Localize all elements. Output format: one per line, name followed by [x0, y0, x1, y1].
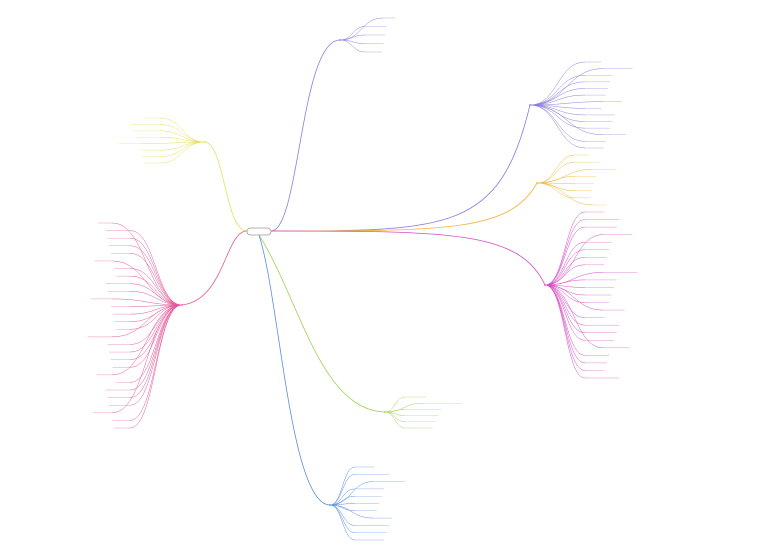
- branch-right-magenta-connector: [544, 264, 586, 286]
- branch-right-magenta-connector: [544, 249, 586, 286]
- branch-top-violet-connector: [339, 39, 366, 53]
- branch-bottom-lime-connector: [384, 396, 406, 413]
- curve-left-yellow: [204, 141, 248, 232]
- branch-bottom-blue[interactable]: [329, 466, 405, 541]
- branch-right-magenta-connector: [544, 284, 604, 349]
- curve-right-orange: [270, 182, 538, 232]
- branch-left-pink-connector: [111, 222, 183, 306]
- branch-right-magenta-connector: [544, 257, 586, 286]
- branch-right-magenta-connector: [544, 284, 586, 379]
- branch-bottom-lime-connector: [384, 411, 406, 429]
- branch-left-pink[interactable]: [87, 222, 183, 429]
- curve-bottom-blue: [258, 234, 331, 506]
- branch-bottom-blue-connector: [329, 504, 374, 519]
- branch-left-yellow-connector: [159, 130, 206, 143]
- branch-left-pink-connector: [129, 268, 183, 306]
- branch-right-violet-connector: [529, 61, 586, 106]
- curve-left-pink: [181, 230, 248, 306]
- branch-left-pink-connector: [129, 230, 183, 306]
- branch-right-magenta-connector: [544, 226, 586, 286]
- branch-right-magenta-connector: [544, 284, 586, 371]
- branch-right-violet-connector: [529, 104, 586, 149]
- branch-left-pink-connector: [129, 304, 183, 391]
- branch-right-orange-connector: [536, 182, 594, 206]
- branch-left-pink-connector: [129, 304, 183, 398]
- branch-left-pink-connector: [111, 304, 183, 338]
- branch-left-yellow-connector: [159, 141, 206, 164]
- branch-left-pink-connector: [111, 260, 183, 306]
- branch-left-pink-connector: [129, 275, 183, 306]
- branch-left-pink-connector: [129, 304, 183, 421]
- branch-left-pink-connector: [111, 304, 183, 376]
- branch-left-pink-connector: [129, 304, 183, 345]
- curve-right-magenta: [270, 230, 546, 286]
- main-branch-curves: [181, 39, 546, 506]
- branch-left-yellow[interactable]: [119, 117, 206, 164]
- branch-left-pink-connector: [129, 304, 183, 406]
- branch-right-violet-connector: [529, 101, 604, 106]
- branch-left-pink-connector: [129, 245, 183, 306]
- branch-right-magenta-connector: [544, 284, 586, 341]
- branch-bottom-blue-connector: [329, 504, 356, 541]
- branch-left-pink-connector: [129, 253, 183, 306]
- branch-left-pink-connector: [129, 304, 183, 383]
- branch-right-magenta-connector: [544, 284, 586, 356]
- branch-right-orange[interactable]: [536, 154, 616, 206]
- branch-right-violet-connector: [529, 104, 586, 142]
- branch-top-violet[interactable]: [339, 17, 396, 53]
- branches-layer: [87, 17, 638, 541]
- branch-left-yellow-connector: [141, 141, 206, 144]
- branch-right-violet-connector: [529, 81, 586, 106]
- branch-left-pink-connector: [129, 283, 183, 306]
- branch-left-pink-connector: [129, 291, 183, 306]
- branch-left-yellow-connector: [159, 124, 206, 143]
- branch-left-pink-connector: [111, 304, 183, 414]
- branch-right-violet-connector: [529, 104, 586, 129]
- branch-top-violet-connector: [339, 34, 366, 41]
- branch-right-magenta-connector: [544, 211, 586, 286]
- branch-right-orange-connector: [536, 161, 576, 184]
- branch-left-pink-connector: [129, 237, 183, 306]
- branch-right-magenta[interactable]: [544, 211, 638, 379]
- root-node[interactable]: [246, 227, 272, 236]
- branch-bottom-blue-connector: [329, 504, 356, 533]
- branch-bottom-blue-connector: [329, 488, 356, 506]
- branch-right-orange-connector: [536, 182, 576, 191]
- branch-right-magenta-connector: [544, 284, 604, 311]
- curve-top-violet: [270, 39, 341, 232]
- branch-bottom-lime-connector: [384, 402, 424, 413]
- branch-right-violet[interactable]: [529, 61, 633, 149]
- branch-left-pink-connector: [129, 304, 183, 429]
- branch-right-magenta-connector: [544, 219, 586, 286]
- branch-right-magenta-connector: [544, 284, 586, 326]
- branch-bottom-lime[interactable]: [384, 396, 463, 429]
- curve-bottom-lime: [258, 234, 386, 413]
- root-node-box: [246, 227, 272, 236]
- branch-right-violet-connector: [529, 104, 604, 136]
- branch-top-violet-connector: [339, 17, 384, 41]
- branch-right-magenta-connector: [544, 284, 586, 333]
- branch-left-yellow-connector: [159, 141, 206, 157]
- curve-right-violet: [270, 104, 531, 232]
- branch-left-yellow-connector: [159, 117, 206, 143]
- branch-left-pink-connector: [111, 298, 183, 306]
- branch-right-violet-connector: [529, 74, 586, 106]
- branch-top-violet-connector: [339, 26, 366, 41]
- branch-right-orange-connector: [536, 154, 576, 184]
- branch-bottom-blue-connector: [329, 466, 356, 506]
- branch-left-pink-connector: [129, 304, 183, 368]
